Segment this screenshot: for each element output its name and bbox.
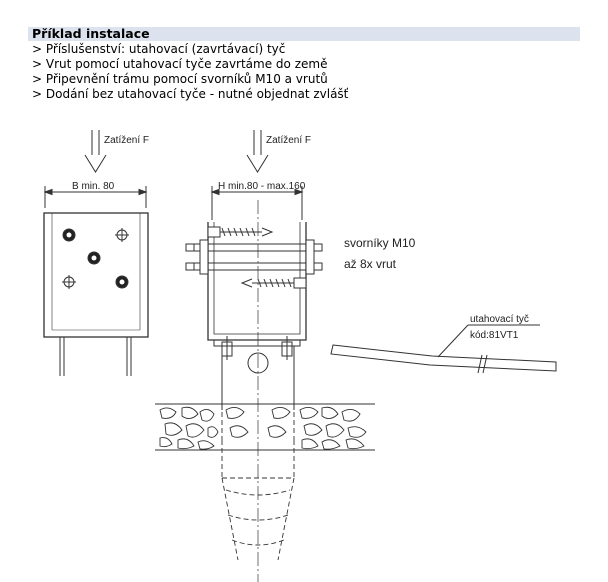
- header-bar: [28, 27, 580, 41]
- stone-pattern: [159, 406, 367, 450]
- rod-code-label: kód:81VT1: [470, 330, 519, 341]
- load-arrow-icon: [246, 130, 269, 173]
- dimension-label-h: H min.80 - max.160: [218, 181, 306, 192]
- u-bracket: [207, 222, 307, 341]
- dimension-line-b: [43, 186, 148, 208]
- rod-name-label: utahovací tyč: [470, 314, 529, 325]
- rod-hole-icon: [247, 352, 269, 374]
- load-label-right: Zatížení F: [266, 135, 311, 146]
- section-title: Příklad instalace: [32, 26, 150, 41]
- tightening-rod: [330, 324, 557, 374]
- wood-screw: [207, 226, 307, 289]
- dimension-line-h: [210, 186, 304, 220]
- list-item: > Dodání bez utahovací tyče - nutné obje…: [32, 87, 349, 101]
- screws-label: až 8x vrut: [344, 257, 397, 271]
- load-arrow-icon: [84, 130, 107, 173]
- feature-list: > Příslušenství: utahovací (zavrtávací) …: [32, 42, 348, 102]
- ground-section: [155, 403, 375, 451]
- dimension-label-b: B min. 80: [72, 181, 115, 192]
- list-item: > Příslušenství: utahovací (zavrtávací) …: [32, 42, 286, 56]
- load-label-left: Zatížení F: [104, 135, 149, 146]
- bolt-m10: [185, 239, 323, 275]
- list-item: > Připevnění trámu pomocí svorníků M10 a…: [32, 72, 328, 86]
- list-item: > Vrut pomocí utahovací tyče zavrtáme do…: [32, 57, 328, 71]
- leader-line: [437, 324, 469, 358]
- bolt-hole-icon: [62, 228, 129, 289]
- front-view: [43, 130, 149, 376]
- front-plate: [43, 212, 149, 338]
- side-view: [185, 130, 323, 582]
- bolts-label: svorníky M10: [344, 236, 416, 250]
